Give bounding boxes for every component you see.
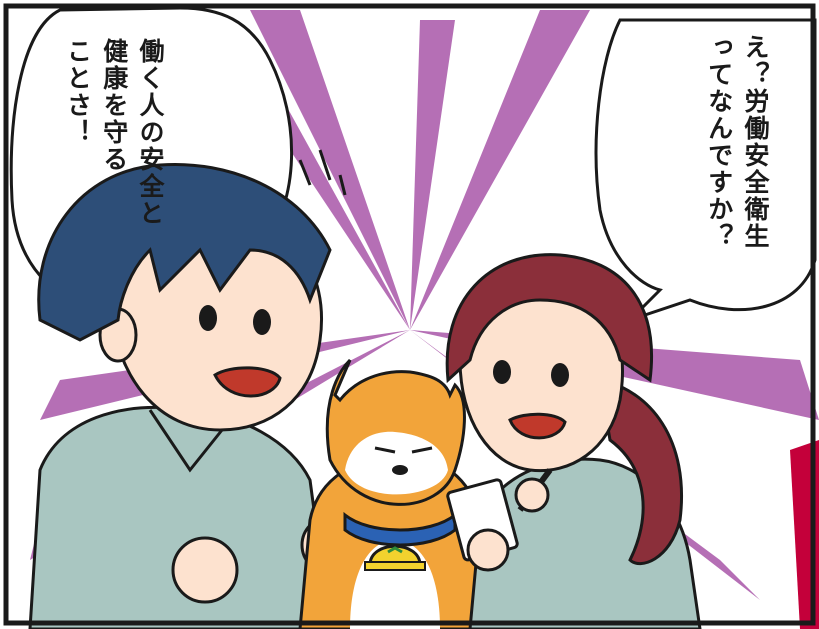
- speech-line: ことさ！: [63, 38, 93, 146]
- man-hair: [37, 162, 332, 342]
- right-speech-text: え？労働安全衛生 ってなんですか？: [683, 34, 773, 284]
- speech-line: ってなんですか？: [704, 34, 734, 250]
- dog-eye-right: [411, 446, 433, 454]
- burst-ray: [250, 10, 410, 330]
- helmet-cross-mark: [387, 546, 403, 554]
- right-speech-bubble: [594, 18, 817, 322]
- burst-ray: [410, 10, 590, 330]
- man-collar: [148, 409, 232, 473]
- woman-eye-right: [551, 363, 569, 387]
- woman-mouth: [508, 412, 567, 440]
- speech-line: え？労働安全衛生: [741, 34, 770, 250]
- woman-hand-notepad: [466, 528, 510, 572]
- woman-eye-left: [493, 360, 511, 384]
- woman-hair: [445, 253, 653, 384]
- dog-muzzle: [345, 431, 448, 495]
- speech-line: 健康を守る: [99, 38, 129, 173]
- burst-ray: [410, 20, 455, 330]
- man-eye-left: [199, 305, 217, 331]
- dog-collar: [343, 511, 457, 547]
- panel-border: [3, 3, 816, 626]
- speech-line: 働く人の安全と: [136, 38, 165, 227]
- man-hand-chest: [171, 536, 239, 604]
- emphasis-marks: [298, 149, 347, 196]
- dog-nose: [392, 465, 408, 475]
- dog-eye-left: [374, 446, 396, 454]
- helmet-brim: [364, 561, 426, 571]
- woman-hand-pen: [514, 477, 550, 513]
- man-mouth: [213, 366, 282, 398]
- left-speech-text: 働く人の安全と 健康を守る ことさ！: [58, 38, 168, 268]
- man-eye-right: [253, 309, 271, 335]
- woman-ponytail: [598, 378, 683, 566]
